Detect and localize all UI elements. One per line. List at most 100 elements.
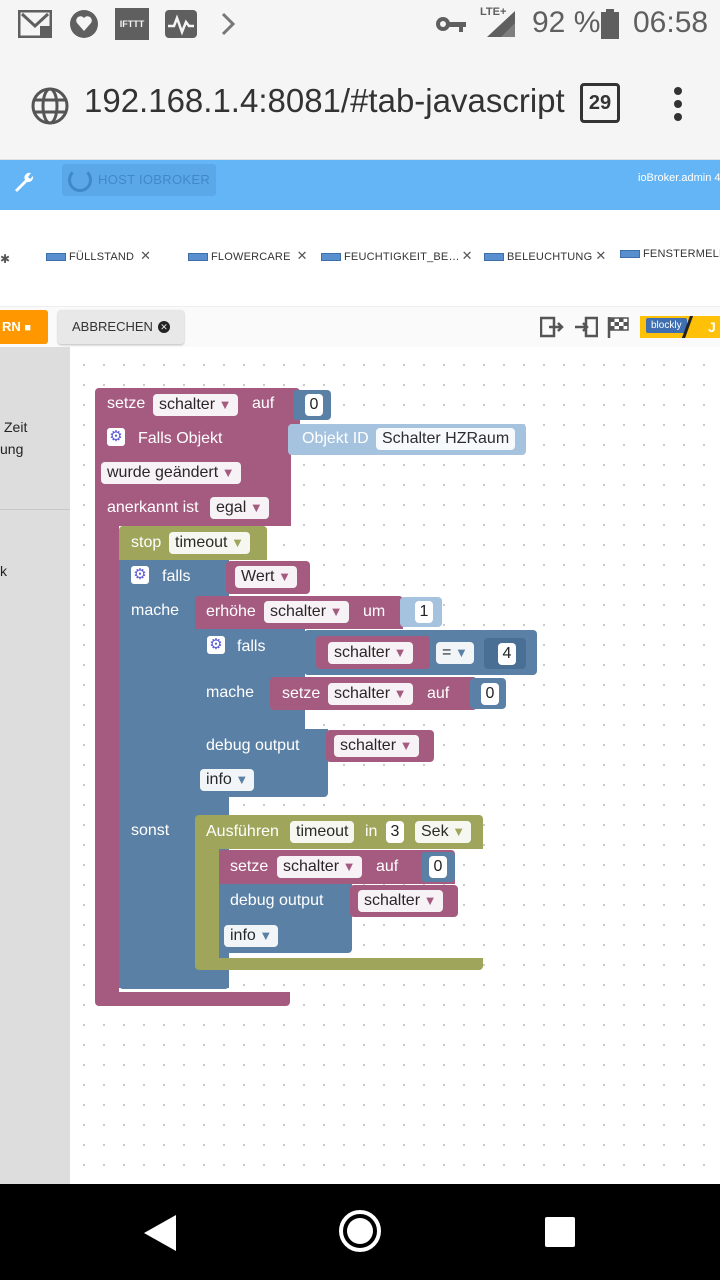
block-label: sonst	[131, 822, 170, 839]
block-label: mache	[131, 602, 180, 619]
tab-feuchtigkeit[interactable]: FEUCHTIGKEIT_BE…✕	[321, 248, 473, 264]
key-icon	[435, 8, 467, 40]
trigger-type-dropdown[interactable]: wurde geändert	[101, 462, 241, 484]
block-label: setze	[282, 685, 321, 702]
block-footer	[195, 715, 277, 729]
heart-app-icon	[68, 8, 100, 40]
status-bar: IFTTT LTE+ 92 % 06:58	[0, 0, 720, 50]
blockly-icon	[484, 253, 504, 262]
cancel-label: ABBRECHEN	[72, 319, 153, 334]
tab-flowercare[interactable]: FLOWERCARE ✕	[188, 248, 308, 264]
block-label: Falls Objekt	[138, 430, 223, 447]
object-id-field[interactable]: Schalter HZRaum	[376, 428, 516, 450]
save-button[interactable]: RN ■	[0, 310, 48, 344]
tab-label: FEUCHTIGKEIT_BE…	[344, 251, 460, 263]
user-label: ioBroker.admin 4	[638, 172, 720, 184]
tab-label: FLOWERCARE	[211, 251, 291, 263]
timeout-dropdown[interactable]: timeout	[169, 532, 250, 554]
cancel-icon: ✕	[158, 321, 170, 333]
number-field[interactable]: 1	[415, 601, 433, 623]
tab-close-icon-partial[interactable]: ✱	[0, 252, 11, 266]
js-badge-label: J	[708, 319, 716, 335]
timeout-name-field[interactable]: timeout	[290, 821, 355, 843]
wrench-icon[interactable]	[12, 170, 36, 199]
variable-dropdown[interactable]: schalter	[328, 683, 413, 705]
block-label: falls	[237, 638, 266, 655]
block-label: debug output	[230, 892, 324, 909]
number-field[interactable]: 0	[305, 394, 323, 416]
log-level-dropdown[interactable]: info	[200, 769, 255, 791]
toolbox-item[interactable]: Zeit	[4, 419, 28, 435]
block-label: setze	[230, 858, 269, 875]
tab-switcher-button[interactable]: 29	[580, 83, 620, 123]
tab-fuellstand[interactable]: FÜLLSTAND ✕	[46, 248, 151, 264]
toolbox-item[interactable]: k	[0, 563, 7, 579]
signal-icon	[484, 8, 518, 40]
host-label: HOST IOBROKER	[98, 172, 211, 187]
block-body	[195, 849, 219, 959]
block-label: setze	[107, 395, 146, 412]
toolbox-item[interactable]: ung	[0, 441, 24, 457]
variable-dropdown[interactable]: schalter	[264, 601, 349, 623]
tab-label: FENSTERMELD	[643, 248, 720, 260]
gear-icon[interactable]: ⚙	[107, 428, 125, 446]
block-footer	[119, 975, 229, 989]
close-icon[interactable]: ✕	[140, 248, 152, 263]
block-label: auf	[427, 685, 450, 702]
gmail-icon	[18, 8, 52, 40]
battery-icon	[600, 8, 620, 40]
import-icon[interactable]	[574, 316, 599, 343]
number-field[interactable]: 3	[386, 821, 404, 843]
battery-percent: 92 %	[532, 6, 601, 39]
blockly-icon	[321, 253, 341, 262]
gear-icon[interactable]: ⚙	[207, 636, 225, 654]
tab-fenstermeld[interactable]: FENSTERMELD	[620, 248, 720, 260]
block-footer	[95, 992, 290, 1006]
number-field[interactable]: 0	[429, 856, 447, 878]
block-toolbox: Zeit ung k	[0, 347, 70, 1184]
android-nav-bar	[0, 1184, 720, 1280]
more-menu-icon[interactable]	[672, 86, 684, 127]
value-dropdown[interactable]: Wert	[235, 566, 297, 588]
tab-label: FÜLLSTAND	[69, 251, 135, 263]
unit-dropdown[interactable]: Sek	[415, 821, 472, 843]
blockly-badge-label: blockly	[646, 318, 687, 333]
back-icon[interactable]	[142, 1214, 178, 1257]
host-iobroker-button[interactable]: HOST IOBROKER	[62, 164, 216, 196]
close-icon[interactable]: ✕	[461, 248, 473, 263]
block-label: in	[365, 823, 378, 840]
block-label: Objekt ID	[302, 430, 369, 447]
block-label: Ausführen	[206, 823, 279, 840]
log-level-dropdown[interactable]: info	[224, 925, 279, 947]
home-icon[interactable]	[338, 1209, 382, 1258]
export-icon[interactable]	[539, 316, 564, 343]
number-field[interactable]: 4	[498, 643, 516, 665]
variable-dropdown[interactable]: schalter	[358, 890, 443, 912]
spinner-icon	[68, 168, 92, 192]
cancel-button[interactable]: ABBRECHEN ✕	[58, 310, 184, 344]
browser-toolbar: 192.168.1.4:8081/#tab-javascript	[0, 50, 720, 160]
ack-dropdown[interactable]: egal	[210, 497, 269, 519]
close-icon[interactable]: ✕	[595, 248, 607, 263]
variable-dropdown[interactable]: schalter	[153, 394, 238, 416]
recents-icon[interactable]	[545, 1217, 575, 1247]
ifttt-icon: IFTTT	[115, 8, 149, 40]
gear-icon[interactable]: ⚙	[131, 566, 149, 584]
block-label: auf	[376, 858, 399, 875]
operator-dropdown[interactable]: =	[436, 642, 474, 664]
variable-dropdown[interactable]: schalter	[334, 735, 419, 757]
url-field[interactable]: 192.168.1.4:8081/#tab-javascript	[84, 82, 565, 119]
block-body	[95, 524, 119, 994]
tab-beleuchtung[interactable]: BELEUCHTUNG✕	[484, 248, 606, 264]
number-field[interactable]: 0	[481, 683, 499, 705]
save-icon: ■	[24, 322, 32, 334]
variable-dropdown[interactable]: schalter	[328, 642, 413, 664]
globe-icon[interactable]	[30, 86, 70, 131]
block-label: anerkannt ist	[107, 499, 199, 516]
variable-dropdown[interactable]: schalter	[277, 856, 362, 878]
block-label: debug output	[206, 737, 300, 754]
close-icon[interactable]: ✕	[296, 248, 308, 263]
checkered-flag-icon[interactable]	[606, 316, 630, 343]
block-footer	[195, 958, 483, 970]
divider	[0, 509, 70, 510]
